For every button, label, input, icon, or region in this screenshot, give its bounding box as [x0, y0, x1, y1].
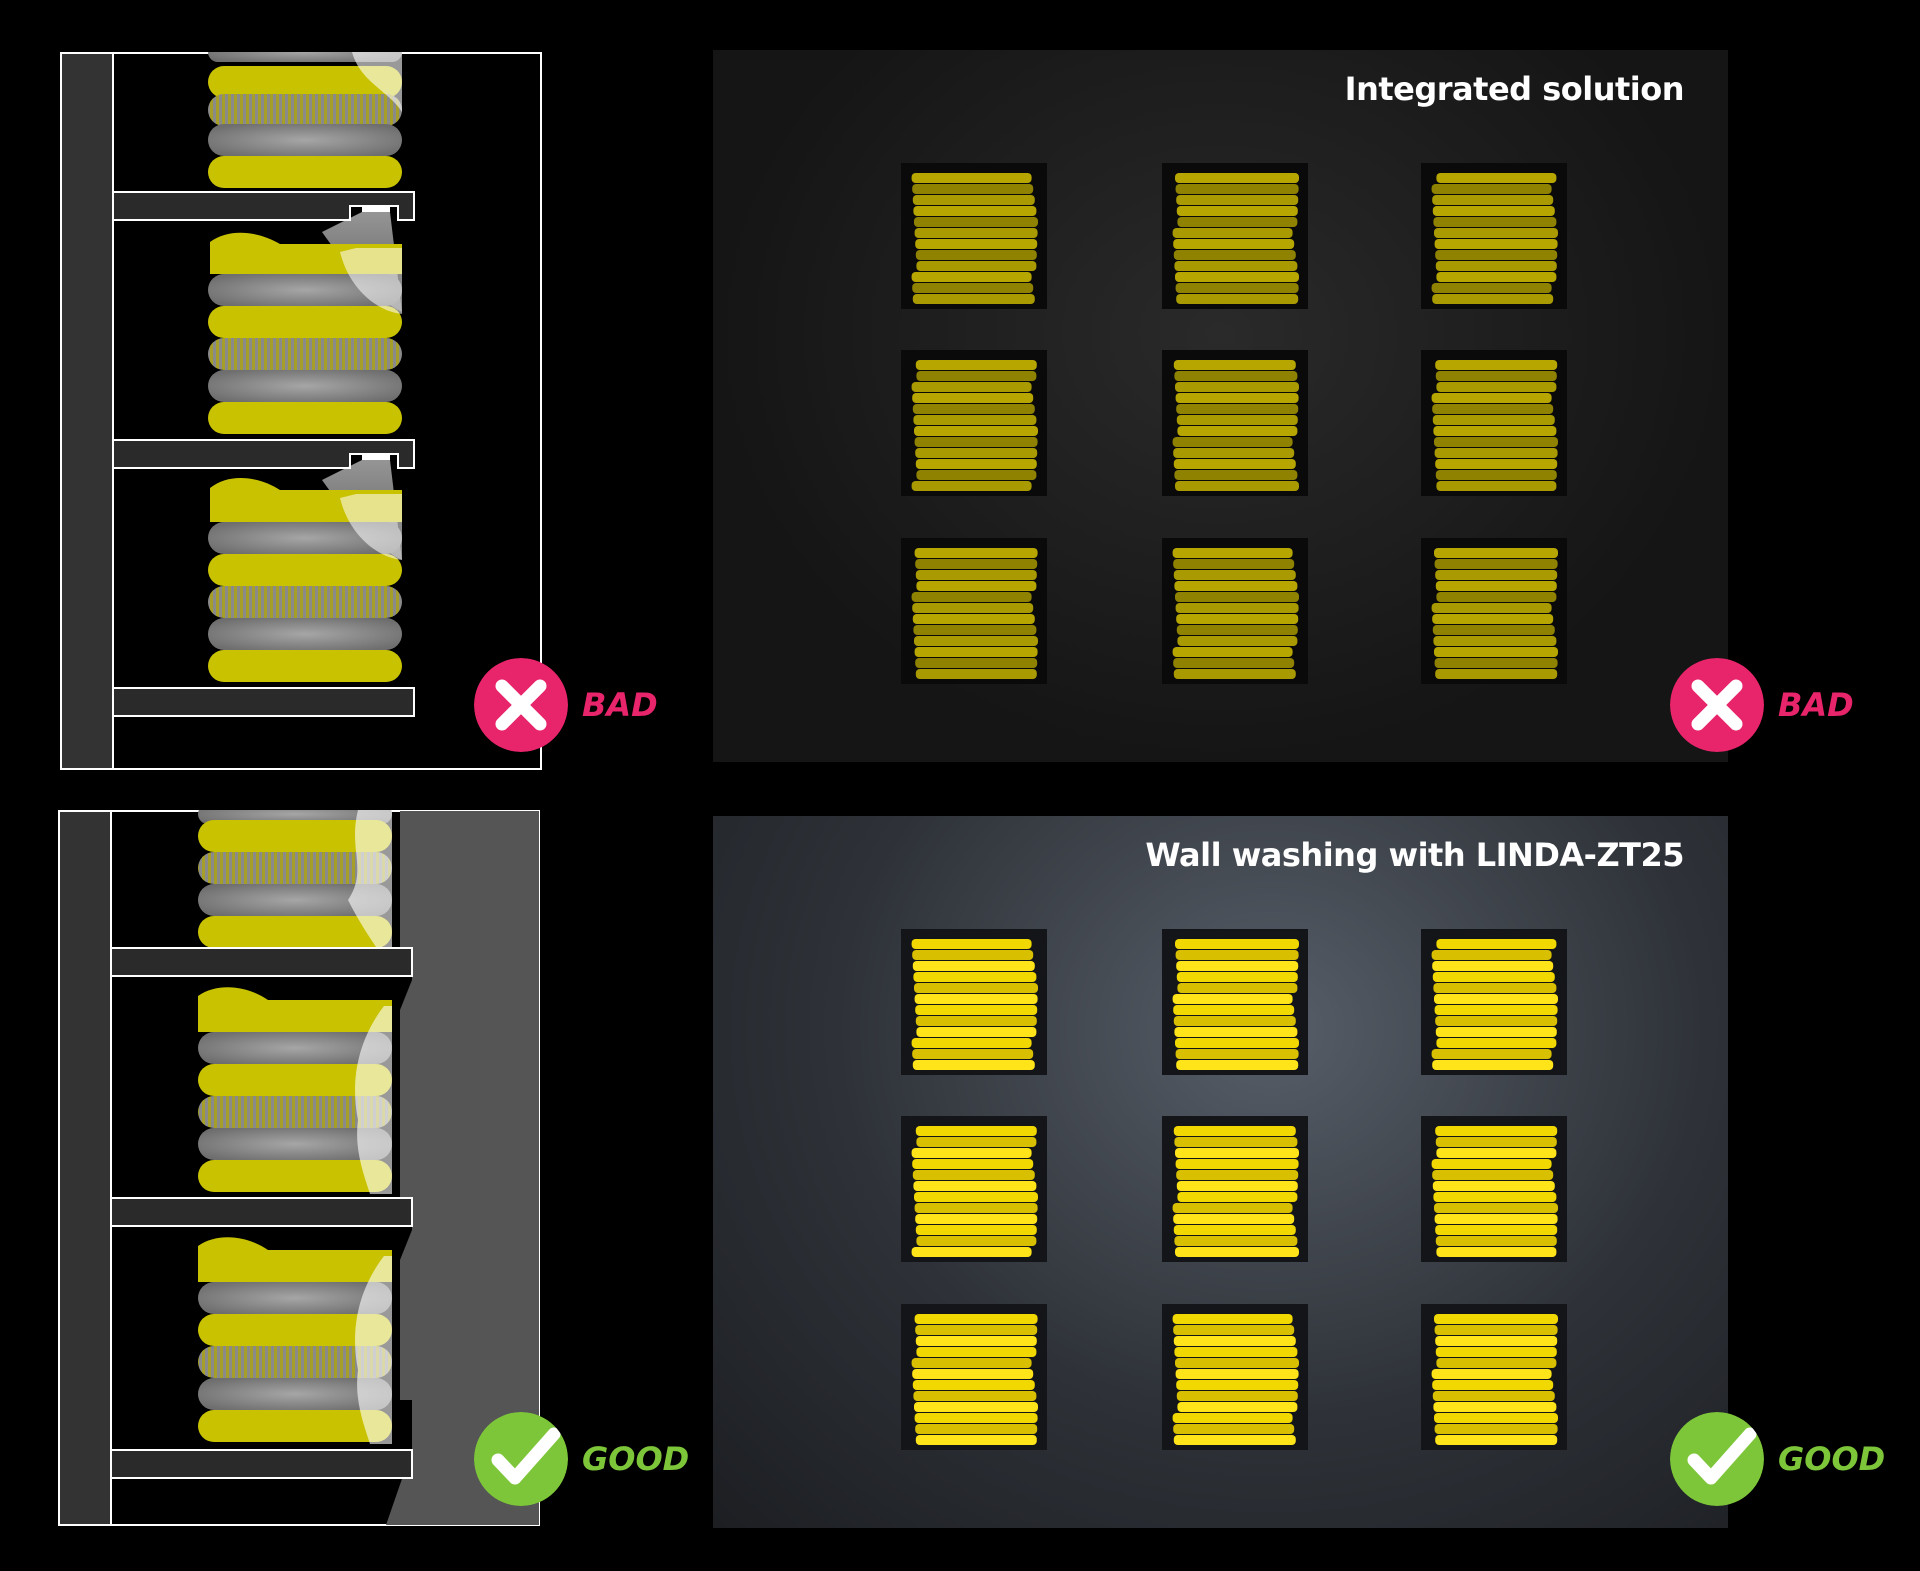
- towel-stack: [1172, 1126, 1299, 1257]
- towel-stack: [1431, 173, 1558, 304]
- x-mark-icon: [1670, 658, 1764, 752]
- towel-stack: [911, 1314, 1038, 1445]
- towel-stack: [1172, 548, 1299, 679]
- photo-title: Wall washing with LINDA-ZT25: [1145, 836, 1684, 874]
- towel-stack: [1431, 360, 1558, 491]
- verdict-label: GOOD: [1778, 1440, 1886, 1478]
- verdict-label: BAD: [1778, 686, 1854, 724]
- towel-stack: [1172, 173, 1299, 304]
- shelf-bottom: [112, 687, 415, 717]
- verdict-label: GOOD: [582, 1440, 690, 1478]
- x-mark-icon: [474, 658, 568, 752]
- verdict-badge-right: GOOD: [1670, 1412, 1885, 1506]
- towel-stack: [911, 360, 1038, 491]
- towel-stack: [1172, 1314, 1299, 1445]
- towel-stack-top: [198, 810, 392, 950]
- wall: [60, 52, 114, 770]
- niche-grid: [901, 163, 1567, 684]
- towel-stack-bottom: [208, 477, 402, 682]
- verdict-badge-left: GOOD: [474, 1412, 689, 1506]
- towel-stack: [1431, 1126, 1558, 1257]
- towel-stack-middle: [208, 232, 402, 434]
- shelf-1: [110, 947, 413, 977]
- wall-washing-photo: Wall washing with LINDA-ZT25: [713, 816, 1728, 1528]
- checkmark-icon: [474, 1412, 568, 1506]
- verdict-label: BAD: [582, 686, 658, 724]
- integrated-lighting-diagram: [60, 52, 542, 770]
- integrated-solution-photo: Integrated solution: [713, 50, 1728, 762]
- verdict-badge-right: BAD: [1670, 658, 1854, 752]
- towel-stack: [1431, 1314, 1558, 1445]
- shelf-bottom: [110, 1449, 413, 1479]
- towel-stack-middle: [198, 987, 392, 1194]
- towel-stack-bottom: [198, 1237, 392, 1444]
- towel-stack: [1172, 360, 1299, 491]
- towel-stack: [911, 548, 1038, 679]
- niche-grid: [901, 929, 1567, 1450]
- towel-stack: [1172, 939, 1299, 1070]
- towel-stack: [1431, 548, 1558, 679]
- verdict-badge-left: BAD: [474, 658, 658, 752]
- wall-washing-diagram: [58, 810, 540, 1526]
- towel-stack: [911, 939, 1038, 1070]
- checkmark-icon: [1670, 1412, 1764, 1506]
- towel-stack: [1431, 939, 1558, 1070]
- wall-wash-light: [386, 811, 539, 1525]
- shelf-2: [110, 1197, 413, 1227]
- photo-title: Integrated solution: [1344, 70, 1685, 108]
- good-comparison-row: Wall washing with LINDA-ZT25 GOOD GOOD: [0, 786, 1920, 1571]
- towel-stack-top: [208, 52, 402, 188]
- wall: [58, 810, 112, 1526]
- towel-stack: [911, 173, 1038, 304]
- bad-comparison-row: Integrated solution BAD BAD: [0, 0, 1920, 785]
- towel-stack: [911, 1126, 1038, 1257]
